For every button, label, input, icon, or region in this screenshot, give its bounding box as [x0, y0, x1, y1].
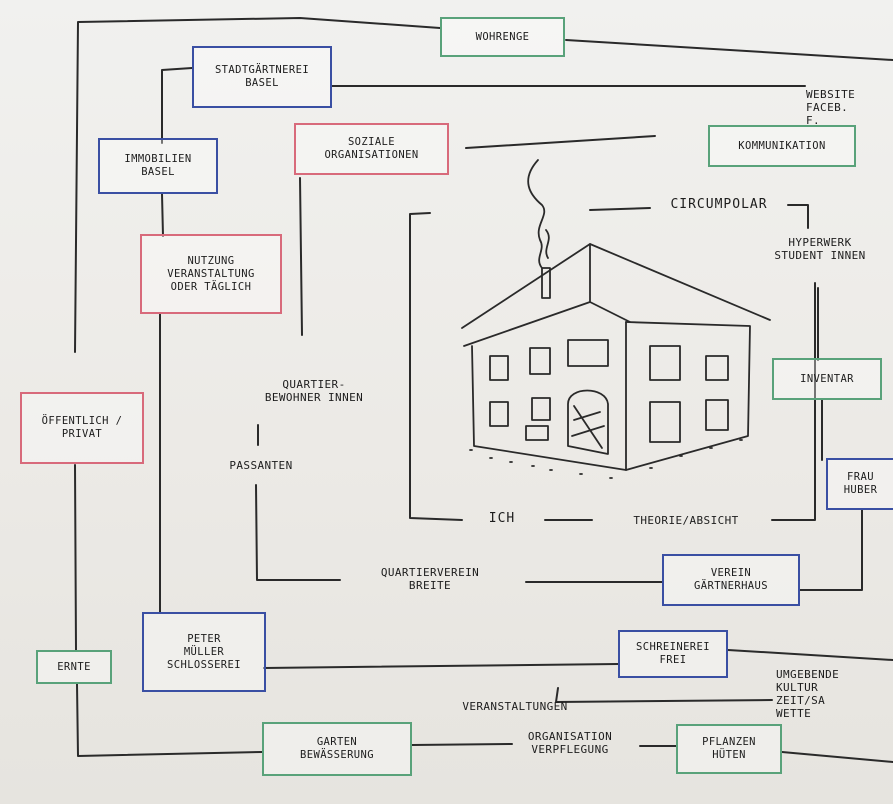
box-schreinerei: SCHREINEREI FREI: [618, 630, 728, 678]
box-kommunikation: KOMMUNIKATION: [708, 125, 856, 167]
label-theorie: THEORIE/ABSICHT: [633, 514, 739, 527]
box-wohrenge: WOHRENGE: [440, 17, 565, 57]
box-immobilien-text: IMMOBILIEN BASEL: [124, 153, 192, 178]
box-nutzung: NUTZUNG VERANSTALTUNG ODER TÄGLICH: [140, 234, 282, 314]
box-oeffentlich: ÖFFENTLICH / PRIVAT: [20, 392, 144, 464]
label-quartierbewohner: QUARTIER- BEWOHNER INNEN: [264, 378, 364, 404]
box-peter: PETER MÜLLER SCHLOSSEREI: [142, 612, 266, 692]
label-website: WEBSITE FACEB. F.: [806, 88, 856, 127]
box-wohrenge-text: WOHRENGE: [475, 30, 530, 43]
label-organisation: ORGANISATION VERPFLEGUNG: [527, 730, 613, 756]
box-frau-text: FRAU HUBER: [843, 471, 878, 496]
box-schreinerei-text: SCHREINEREI FREI: [636, 641, 710, 666]
label-circumpolar: CIRCUMPOLAR: [670, 197, 768, 212]
label-veranstaltungen: VERANSTALTUNGEN: [462, 700, 568, 713]
box-garten: GARTEN BEWÄSSERUNG: [262, 722, 412, 776]
box-pflanzen: PFLANZEN HÜTEN: [676, 724, 782, 774]
box-stadtgaertnerei: STADTGÄRTNEREI BASEL: [192, 46, 332, 108]
label-ich: ICH: [488, 511, 516, 526]
box-frau: FRAU HUBER: [826, 458, 893, 510]
box-pflanzen-text: PFLANZEN HÜTEN: [702, 736, 756, 761]
box-soziale-text: SOZIALE ORGANISATIONEN: [324, 136, 419, 161]
label-passanten: PASSANTEN: [229, 459, 293, 472]
box-immobilien: IMMOBILIEN BASEL: [98, 138, 218, 194]
label-umgebende: UMGEBENDE KULTUR ZEIT/SA WETTE: [776, 668, 840, 720]
box-garten-text: GARTEN BEWÄSSERUNG: [300, 736, 374, 761]
label-hyperwerk: HYPERWERK STUDENT INNEN: [774, 236, 866, 262]
box-verein: VEREIN GÄRTNERHAUS: [662, 554, 800, 606]
box-inventar-text: INVENTAR: [800, 372, 854, 385]
box-ernte: ERNTE: [36, 650, 112, 684]
box-oeffentlich-text: ÖFFENTLICH / PRIVAT: [41, 415, 123, 440]
box-nutzung-text: NUTZUNG VERANSTALTUNG ODER TÄGLICH: [167, 254, 255, 293]
box-ernte-text: ERNTE: [57, 660, 91, 673]
box-verein-text: VEREIN GÄRTNERHAUS: [694, 567, 768, 592]
box-peter-text: PETER MÜLLER SCHLOSSEREI: [167, 632, 241, 671]
label-quartierverein: QUARTIERVEREIN BREITE: [380, 566, 480, 592]
box-inventar: INVENTAR: [772, 358, 882, 400]
box-soziale: SOZIALE ORGANISATIONEN: [294, 123, 449, 175]
box-kommunikation-text: KOMMUNIKATION: [738, 139, 826, 152]
box-stadtgaertnerei-text: STADTGÄRTNEREI BASEL: [214, 64, 310, 89]
house-sketch: [461, 159, 771, 479]
